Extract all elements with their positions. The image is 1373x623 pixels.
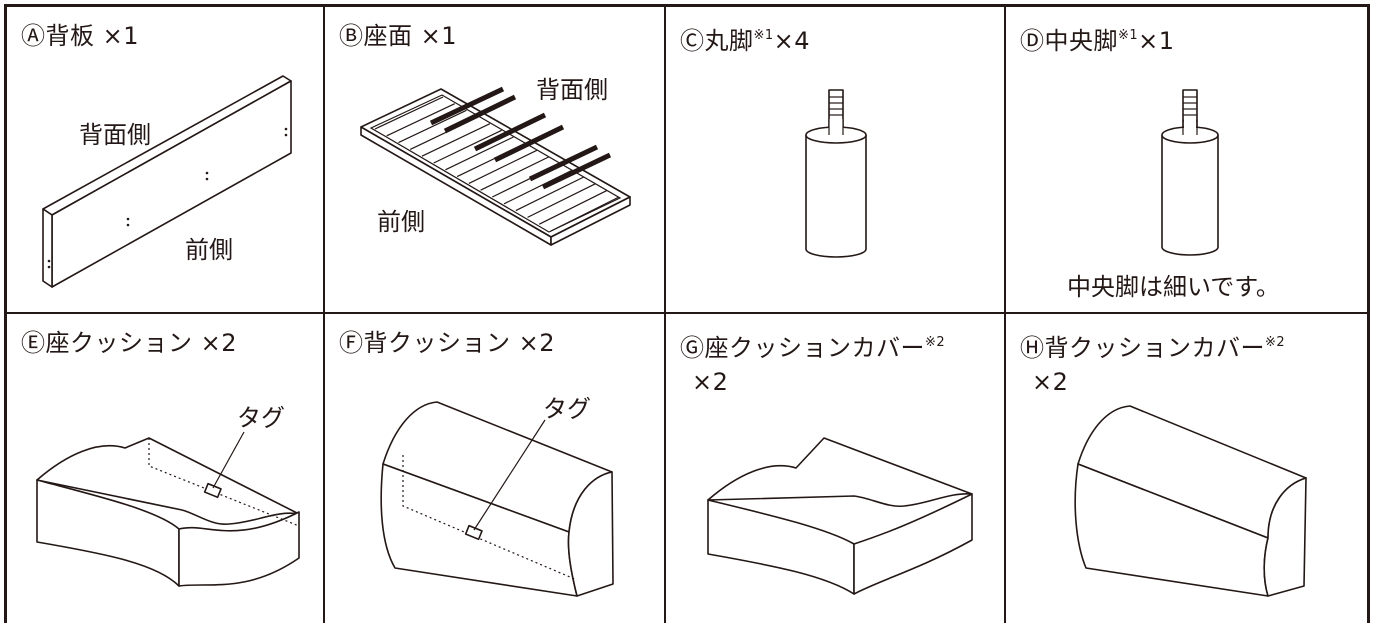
seat-slat: [538, 189, 608, 225]
part-qty: ×1: [102, 22, 140, 50]
part-label-back-cushion-cover: Ⓗ背クッションカバー※2 ×2: [1020, 326, 1285, 399]
part-name: 中央脚: [1044, 27, 1118, 55]
back-side-label: 背面側: [79, 121, 151, 149]
part-label-seat-cushion-cover: Ⓖ座クッションカバー※2 ×2: [680, 326, 945, 399]
part-qty: ×2: [518, 329, 556, 357]
seat-slat: [480, 156, 549, 191]
table-border-top: [4, 4, 1370, 7]
seat-cushion-illustration: [36, 431, 300, 587]
part-name: 座クッション: [45, 329, 193, 357]
part-qty: ×2: [1032, 368, 1069, 396]
cell-back-cushion: Ⓕ背クッション ×2 タグ: [325, 314, 664, 623]
part-qty: ×1: [1138, 27, 1175, 55]
part-qty: ×1: [420, 22, 458, 50]
seat-cushion-cover-illustration: [707, 437, 973, 595]
front-side-label: 前側: [377, 208, 425, 236]
part-mark: Ⓒ: [680, 27, 705, 55]
part-mark: Ⓔ: [21, 329, 46, 357]
seat-slat: [421, 123, 491, 157]
tag-label: タグ: [237, 404, 285, 432]
seat-slat: [445, 136, 514, 171]
part-label-seat-cushion: Ⓔ座クッション ×2: [21, 326, 237, 360]
part-name: 背クッションカバー: [1044, 334, 1265, 362]
cell-seat-frame: Ⓑ座面 ×1 背面側 前側: [325, 7, 664, 312]
part-name: 丸脚: [704, 27, 754, 55]
part-label-seat-frame: Ⓑ座面 ×1: [339, 19, 457, 53]
cell-back-cushion-cover: Ⓗ背クッションカバー※2 ×2: [1006, 314, 1367, 623]
part-qty: ×2: [200, 329, 238, 357]
table-border-right: [1367, 4, 1370, 623]
part-note: ※2: [1265, 335, 1286, 350]
part-label-back-cushion: Ⓕ背クッション ×2: [339, 326, 555, 360]
part-note: ※1: [753, 28, 774, 43]
part-mark: Ⓓ: [1020, 27, 1045, 55]
part-qty: ×4: [773, 27, 811, 55]
seat-slat: [433, 129, 502, 164]
seat-slat: [398, 109, 467, 144]
part-qty: ×2: [692, 368, 729, 396]
center-leg-caption: 中央脚は細いです。: [1067, 273, 1280, 301]
part-name: 背クッション: [363, 329, 511, 357]
part-name: 座面: [363, 22, 413, 50]
table-divider-2: [664, 4, 666, 623]
back-board-illustration: [42, 75, 292, 288]
seat-slats: [374, 96, 620, 232]
seat-slat: [527, 183, 596, 218]
back-cushion-illustration: [380, 401, 614, 597]
part-note: ※1: [1118, 28, 1139, 43]
part-name: 座クッションカバー: [704, 334, 925, 362]
back-side-label: 背面側: [536, 76, 608, 104]
part-note: ※2: [925, 335, 946, 350]
table-border-left: [4, 4, 7, 623]
table-divider-3: [1004, 4, 1006, 623]
part-mark: Ⓕ: [339, 329, 364, 357]
cell-center-leg: Ⓓ中央脚※1×1 中央脚は細いです。: [1006, 7, 1367, 312]
part-mark: Ⓖ: [680, 334, 705, 362]
cell-round-legs: Ⓒ丸脚※1×4: [666, 7, 1004, 312]
seat-slat: [515, 176, 585, 212]
part-label-round-legs: Ⓒ丸脚※1×4: [680, 19, 810, 58]
center-leg-illustration: [1161, 89, 1219, 256]
part-mark: Ⓐ: [21, 22, 46, 50]
seat-frame-illustration: [360, 86, 631, 246]
seat-slat: [550, 196, 620, 232]
part-mark: Ⓗ: [1020, 334, 1045, 362]
part-label-center-leg: Ⓓ中央脚※1×1: [1020, 19, 1175, 58]
seat-slat: [468, 149, 538, 184]
back-cushion-cover-illustration: [1074, 405, 1307, 597]
part-label-back-board: Ⓐ背板 ×1: [21, 19, 139, 53]
cell-seat-cushion: Ⓔ座クッション ×2 タグ: [7, 314, 323, 623]
part-mark: Ⓑ: [339, 22, 364, 50]
seat-slat: [374, 96, 444, 130]
round-leg-illustration: [805, 89, 867, 258]
table-divider-1: [323, 4, 325, 623]
front-side-label: 前側: [185, 236, 233, 264]
part-name: 背板: [45, 22, 95, 50]
tag-label: タグ: [543, 395, 591, 423]
seat-slat: [386, 103, 455, 137]
table-border-middle: [4, 312, 1370, 314]
cell-back-board: Ⓐ背板 ×1 背面側 前側: [7, 7, 323, 312]
cell-seat-cushion-cover: Ⓖ座クッションカバー※2 ×2: [666, 314, 1004, 623]
